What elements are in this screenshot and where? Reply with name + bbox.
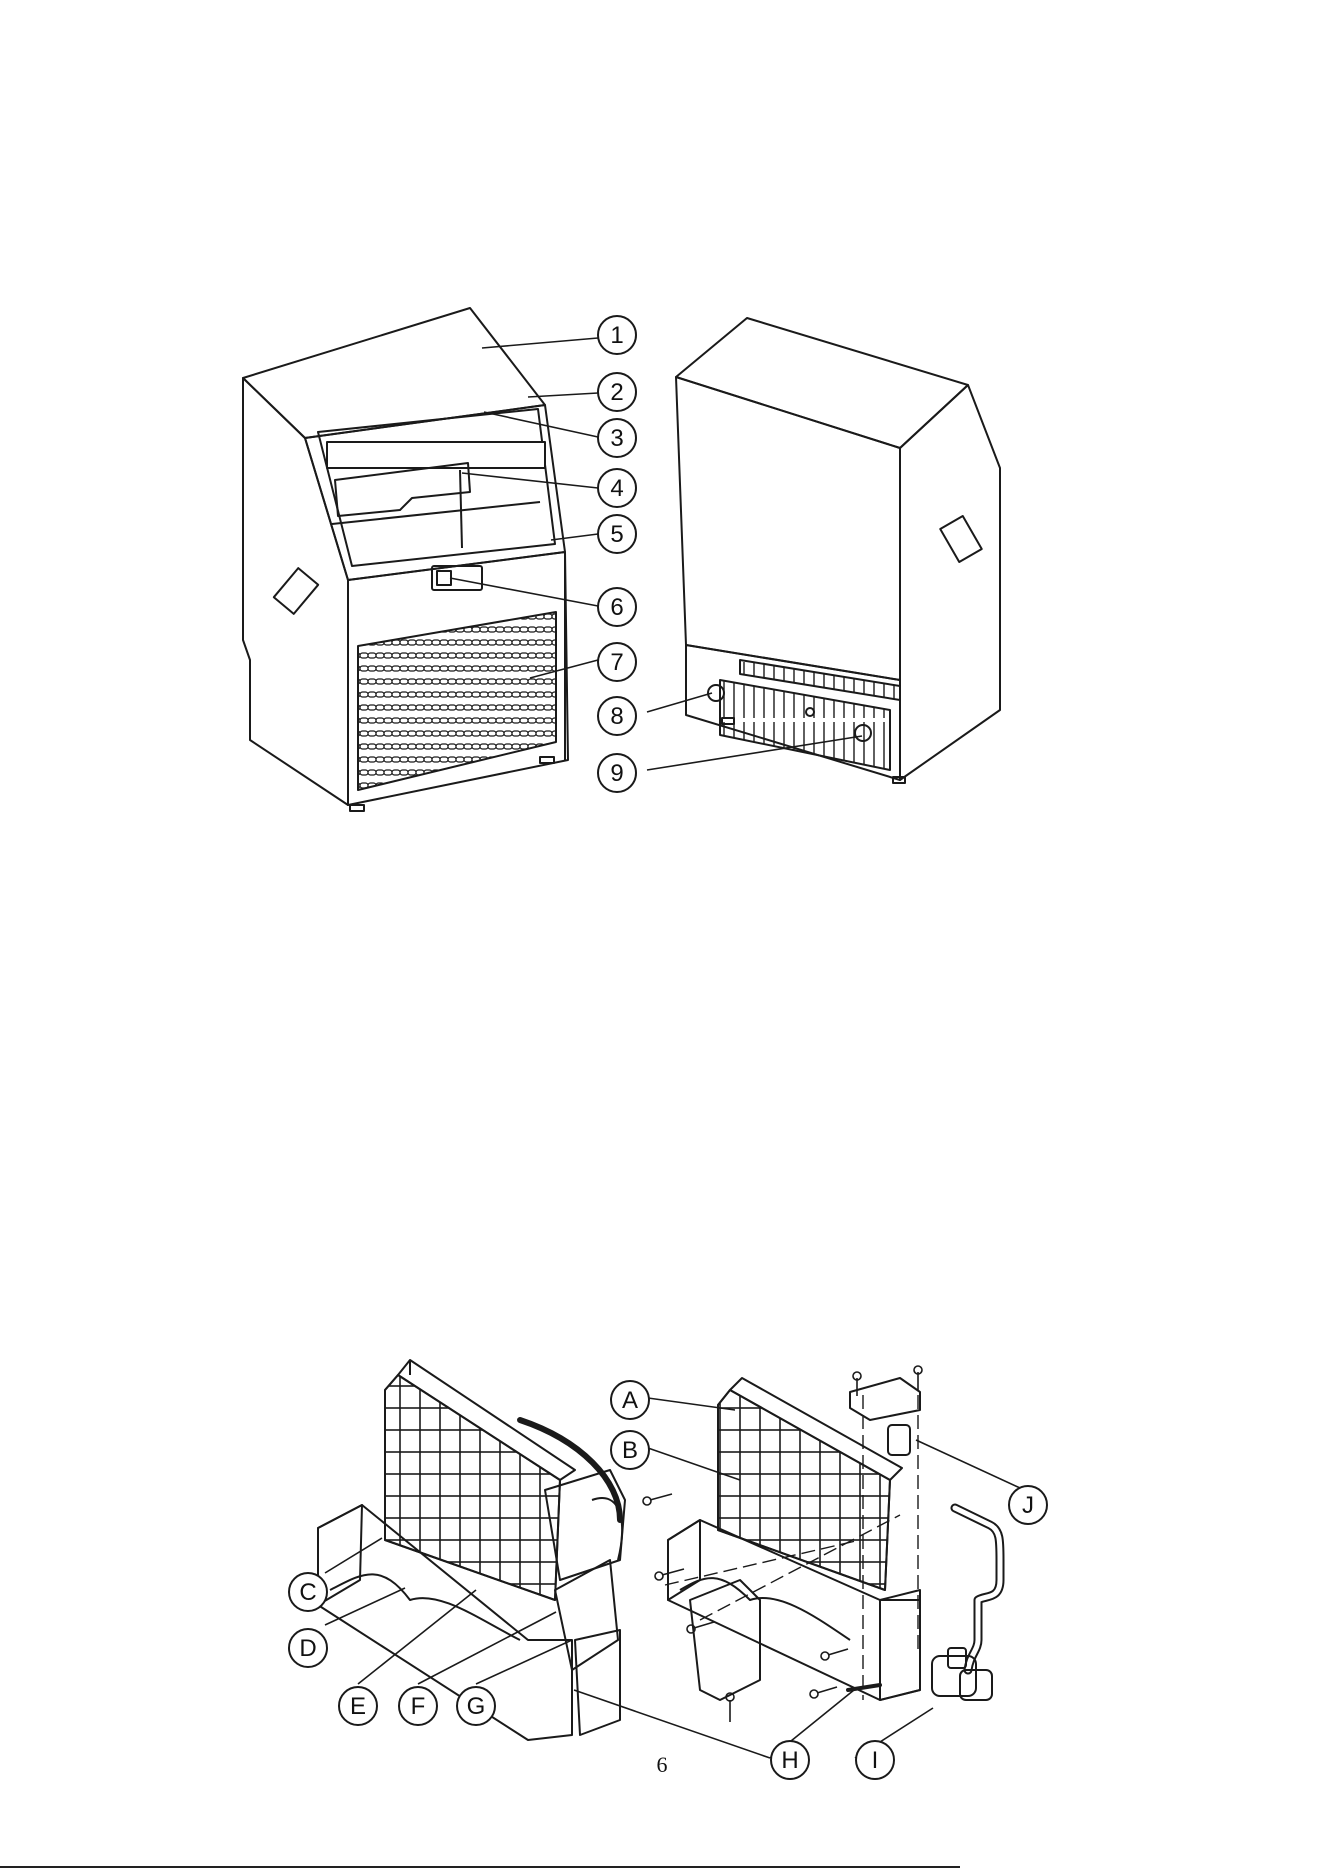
callout-E: E	[350, 1693, 366, 1720]
float-switch	[888, 1425, 910, 1455]
ice-maker-front-view	[243, 308, 568, 811]
evaporator-assembly-assembled	[318, 1360, 625, 1740]
callout-7: 7	[610, 649, 623, 676]
bottom-rule	[0, 1866, 960, 1868]
callout-A: A	[622, 1387, 638, 1414]
callout-6: 6	[610, 594, 623, 621]
callout-F: F	[411, 1693, 426, 1720]
callout-4: 4	[610, 475, 623, 502]
side-handle-right	[940, 516, 982, 562]
rear-panel	[676, 377, 900, 680]
pump-cover	[690, 1580, 760, 1700]
right-side-panel	[900, 385, 1000, 780]
callout-5: 5	[610, 521, 623, 548]
callout-B: B	[622, 1437, 638, 1464]
callout-J: J	[1022, 1492, 1034, 1519]
callout-3: 3	[610, 425, 623, 452]
evaporator-grid	[385, 1375, 560, 1600]
top-cover	[243, 308, 545, 438]
sump-cup	[575, 1630, 620, 1735]
drain-pin	[848, 1685, 880, 1690]
water-pump	[932, 1648, 992, 1700]
callout-C: C	[299, 1579, 316, 1606]
front-vent-grille	[358, 612, 556, 790]
mounting-bracket	[850, 1378, 920, 1420]
pump-housing	[555, 1560, 618, 1670]
ice-maker-rear-view	[676, 318, 1000, 783]
callout-D: D	[299, 1635, 316, 1662]
callout-G: G	[467, 1693, 486, 1720]
callout-2: 2	[610, 379, 623, 406]
rear-top-cover	[676, 318, 968, 448]
callout-1: 1	[610, 322, 623, 349]
evaporator-assembly-exploded	[643, 1366, 1000, 1722]
page-number: 6	[0, 1752, 1324, 1778]
side-handle	[274, 568, 318, 614]
callout-9: 9	[610, 760, 623, 787]
callout-8: 8	[610, 703, 623, 730]
control-panel	[432, 566, 482, 590]
ice-scoop-shelf	[335, 463, 470, 516]
